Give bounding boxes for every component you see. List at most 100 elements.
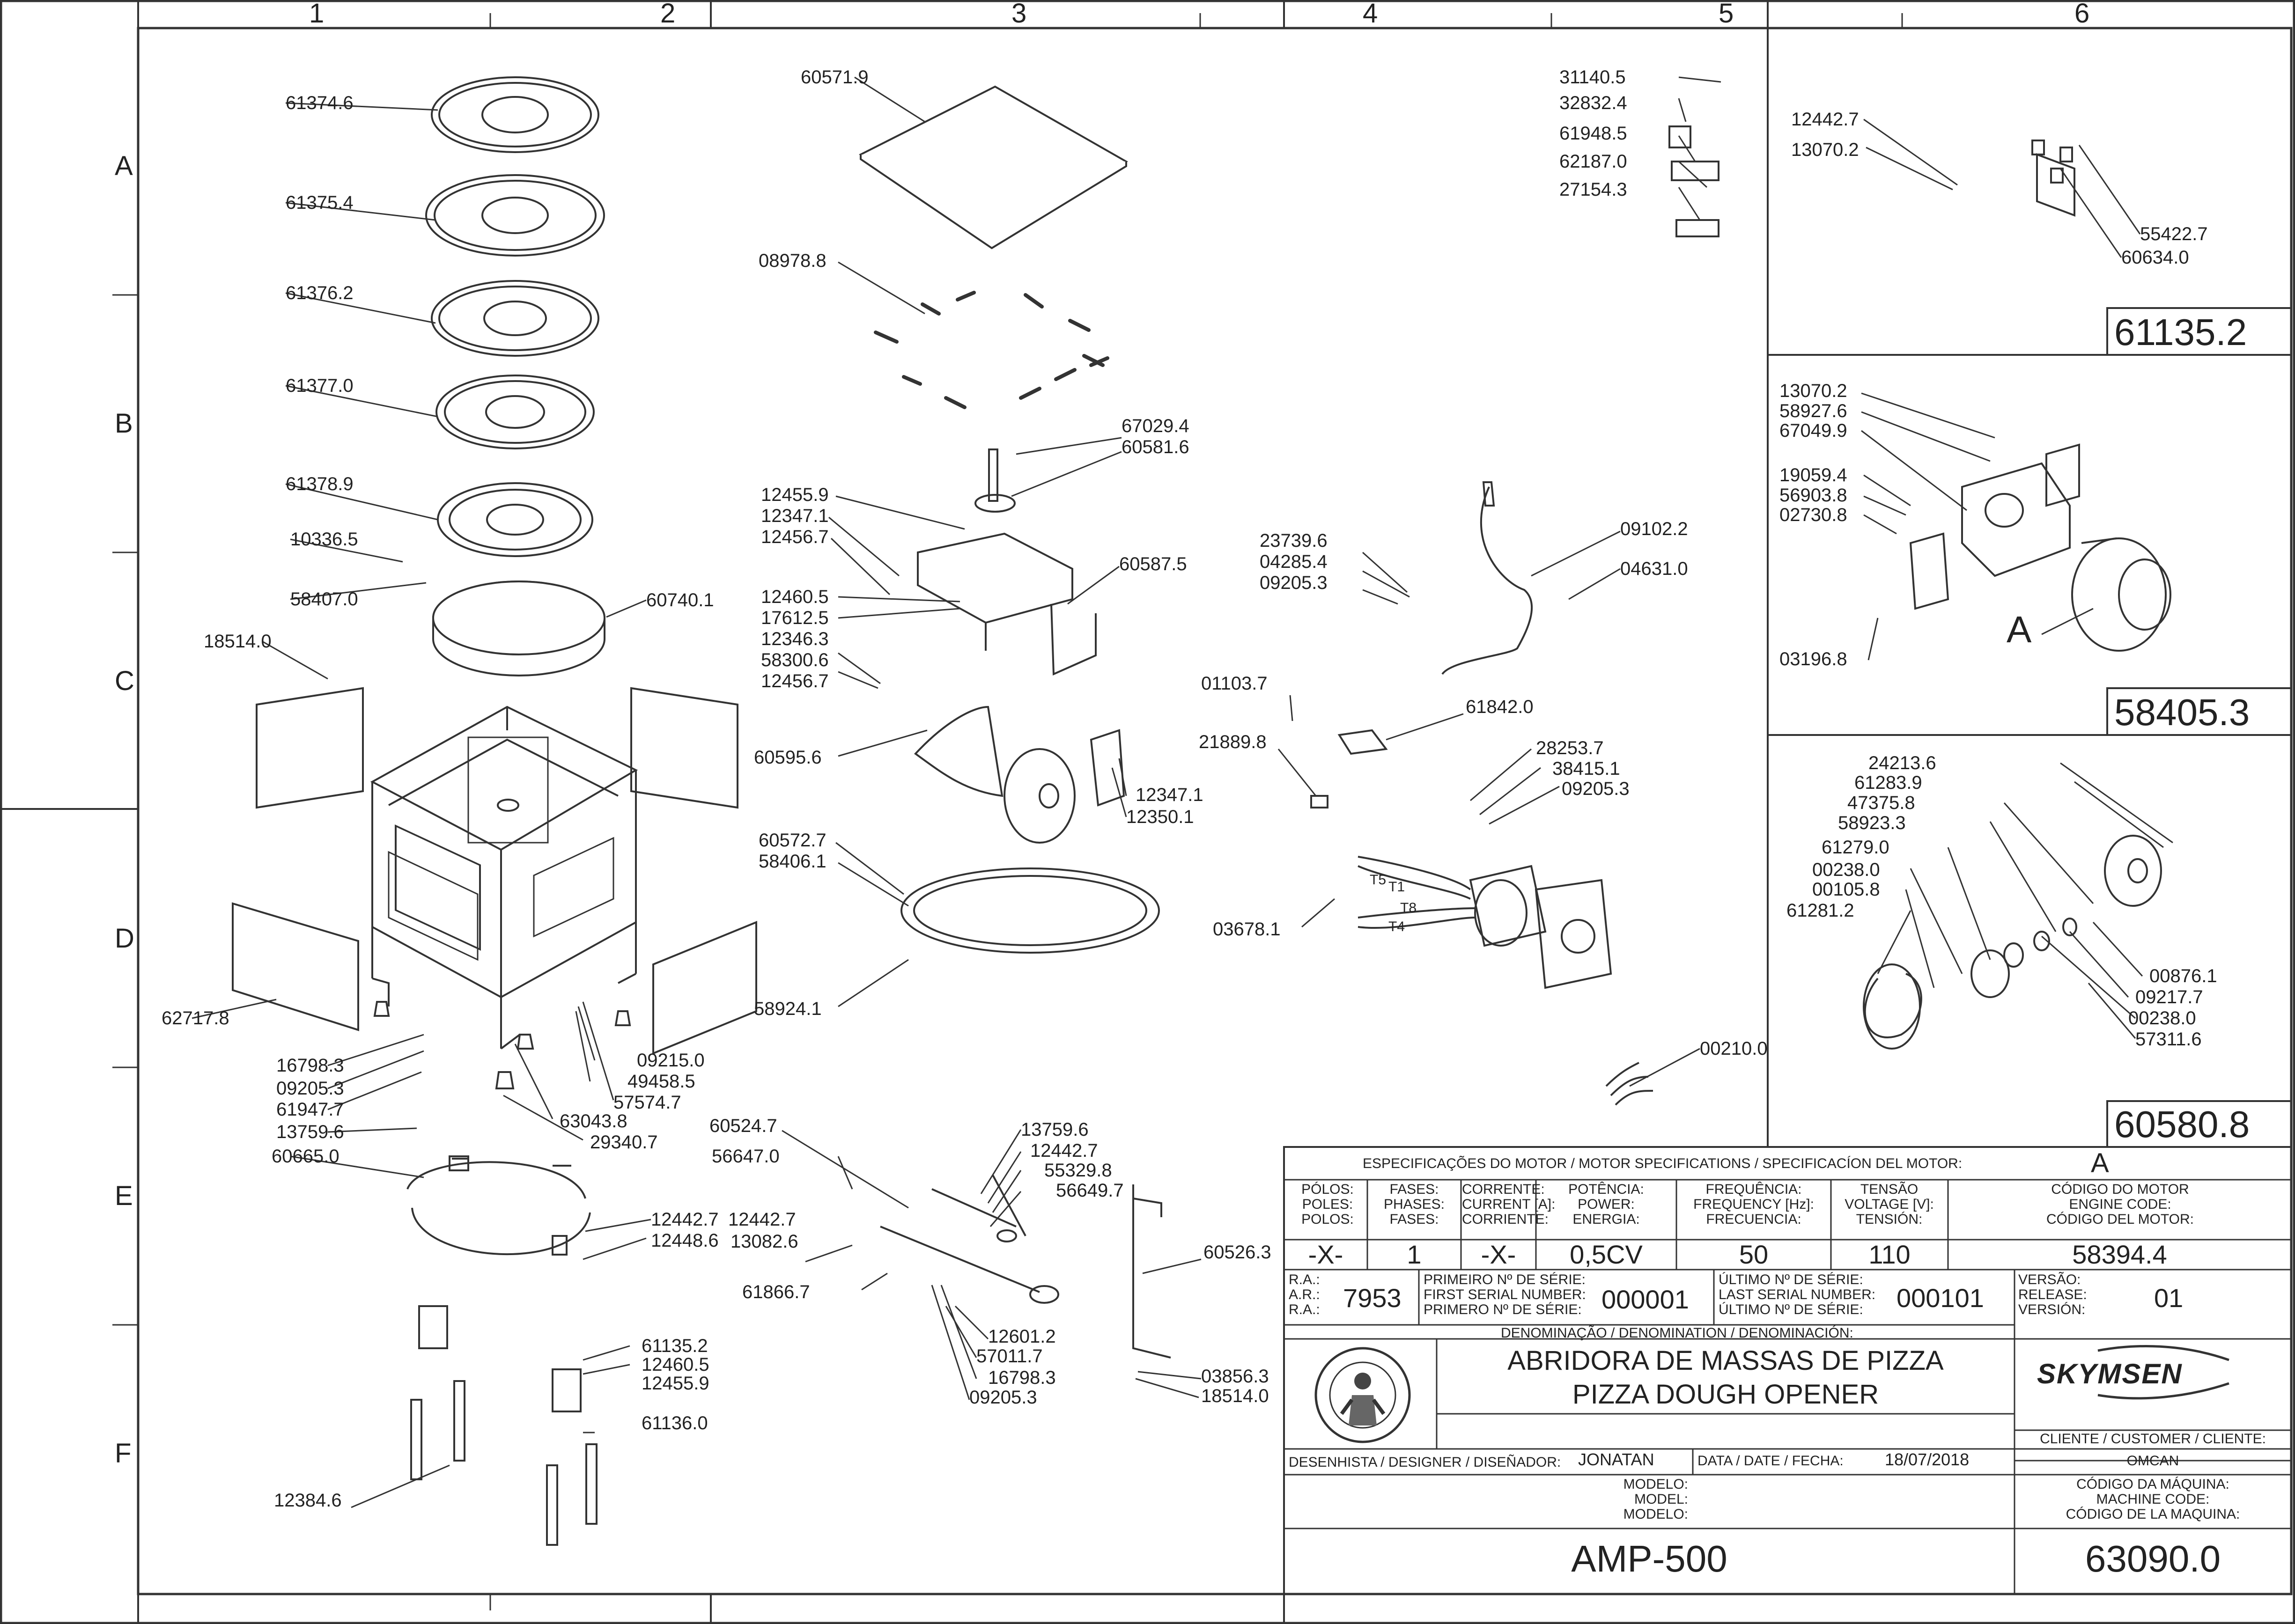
designer-label: DESENHISTA / DESIGNER / DISEÑADOR: (1289, 1455, 1561, 1470)
part-label: 09205.3 (276, 1078, 344, 1099)
box-number: 61135.2 (2114, 311, 2247, 353)
part-label: 60581.6 (1122, 437, 1189, 457)
model-label: MODELO: (1623, 1477, 1688, 1492)
spec-col-frequency: FREQUÊNCIA: FREQUENCY [Hz]: FRECUENCIA: (1679, 1182, 1829, 1227)
spec-col-poles: PÓLOS: POLES: POLOS: (1292, 1182, 1363, 1227)
part-label: 60587.5 (1119, 554, 1187, 574)
part-label: 09217.7 (2135, 987, 2203, 1007)
part-label: 56649.7 (1056, 1180, 1124, 1201)
part-label: 61376.2 (286, 283, 354, 303)
ra-label: R.A.: (1289, 1272, 1320, 1287)
part-label: 18514.0 (204, 631, 272, 652)
spec-header-value: A (2091, 1148, 2109, 1178)
spec-col-label: TENSIÓN: (1856, 1212, 1923, 1227)
part-label: 13082.6 (731, 1231, 798, 1252)
part-label: 58300.6 (761, 650, 829, 670)
ra-labels: R.A.: A.R.: R.A.: (1289, 1272, 1320, 1317)
part-label: 00238.0 (1812, 860, 1880, 880)
part-label: 19059.4 (1779, 465, 1847, 485)
part-label: 60571.9 (801, 67, 869, 88)
first-serial-labels: PRIMEIRO Nº DE SÉRIE: FIRST SERIAL NUMBE… (1424, 1272, 1586, 1317)
part-label: 60665.0 (272, 1146, 339, 1167)
customer-label: CLIENTE / CUSTOMER / CLIENTE: (2040, 1431, 2266, 1447)
part-label: 58406.1 (759, 851, 826, 872)
part-label: 62187.0 (1559, 151, 1627, 172)
part-label: 12442.7 (728, 1209, 796, 1230)
part-label: 62717.8 (162, 1008, 229, 1029)
part-label: 61135.2 (642, 1336, 708, 1356)
spec-col-label: PÓLOS: (1301, 1182, 1354, 1197)
part-label: 67029.4 (1122, 416, 1189, 436)
part-label: 16798.3 (276, 1055, 344, 1076)
spec-col-label: TENSÃO (1860, 1182, 1919, 1197)
part-label: 13759.6 (1021, 1119, 1089, 1140)
part-label: 24213.6 (1868, 753, 1936, 773)
spec-value-voltage: 110 (1868, 1240, 1911, 1269)
last-serial-label: ÚLTIMO Nº DE SÉRIE: (1719, 1302, 1863, 1317)
part-label: 31140.5 (1559, 67, 1626, 88)
part-label: 04285.4 (1260, 551, 1328, 572)
part-label: 61375.4 (286, 192, 354, 213)
column-label-6: 6 (2074, 0, 2090, 29)
part-label: 58927.6 (1779, 401, 1847, 421)
row-label-c: C (115, 666, 134, 696)
part-label: 23739.6 (1260, 530, 1328, 551)
spec-col-phases: FASES: PHASES: FASES: (1370, 1182, 1459, 1227)
part-label: 32832.4 (1559, 93, 1627, 113)
spec-col-label: FREQUÊNCIA: (1705, 1182, 1802, 1197)
product-name-en: PIZZA DOUGH OPENER (1572, 1379, 1879, 1410)
spec-value-poles: -X- (1308, 1240, 1343, 1269)
detail-marker: A (2007, 609, 2032, 650)
column-label-2: 2 (660, 0, 676, 29)
spec-value-phases: 1 (1407, 1240, 1422, 1269)
machine-code-label: CÓDIGO DA MÁQUINA: (2076, 1477, 2229, 1492)
last-serial-label: ÚLTIMO Nº DE SÉRIE: (1719, 1272, 1863, 1287)
part-label: 03678.1 (1213, 919, 1281, 940)
denomination-label: DENOMINAÇÃO / DENOMINATION / DENOMINACIÓ… (1501, 1325, 1853, 1341)
part-label: 13759.6 (276, 1122, 344, 1142)
last-serial-value: 000101 (1897, 1283, 1984, 1313)
spec-col-label: ENGINE CODE: (2069, 1197, 2171, 1212)
part-label: 61374.6 (286, 93, 354, 113)
part-label: 12350.1 (1126, 807, 1194, 827)
part-label: 09102.2 (1620, 519, 1688, 539)
part-label: 63043.8 (560, 1111, 627, 1132)
part-label: 56647.0 (712, 1146, 780, 1167)
machine-code-label: MACHINE CODE: (2096, 1492, 2210, 1507)
part-label: 55422.7 (2140, 224, 2208, 244)
part-label: 12601.2 (988, 1326, 1056, 1347)
first-serial-label: FIRST SERIAL NUMBER: (1424, 1287, 1586, 1302)
brand-swoosh-icon (2097, 1345, 2229, 1400)
part-label: 55329.8 (1044, 1160, 1112, 1181)
product-name-pt: ABRIDORA DE MASSAS DE PIZZA (1507, 1345, 1944, 1376)
spec-col-label: FRECUENCIA: (1706, 1212, 1801, 1227)
wire-label: T4 (1388, 919, 1405, 934)
authorized-service-stamp-icon (1314, 1347, 1411, 1443)
part-label: 12455.9 (642, 1373, 709, 1394)
part-label: 12456.7 (761, 527, 829, 547)
spec-value-frequency: 50 (1739, 1240, 1769, 1269)
part-label: 56903.8 (1779, 485, 1847, 506)
column-label-4: 4 (1363, 0, 1378, 29)
box-number: 58405.3 (2114, 691, 2250, 733)
part-label: 57011.7 (976, 1346, 1043, 1367)
designer-value: JONATAN (1578, 1450, 1654, 1469)
spec-col-label: CORRIENTE: (1462, 1212, 1549, 1227)
part-label: 28253.7 (1536, 738, 1604, 758)
version-label: RELEASE: (2018, 1287, 2087, 1302)
part-label: 03196.8 (1779, 649, 1847, 669)
first-serial-label: PRIMEIRO Nº DE SÉRIE: (1424, 1272, 1586, 1287)
spec-col-label: POLES: (1302, 1197, 1353, 1212)
ra-label: R.A.: (1289, 1302, 1320, 1317)
part-label: 61281.2 (1786, 900, 1854, 921)
row-label-b: B (115, 408, 133, 439)
version-label: VERSIÓN: (2018, 1302, 2086, 1317)
ra-label: A.R.: (1289, 1287, 1320, 1302)
version-label: VERSÃO: (2018, 1272, 2081, 1287)
part-label: 08978.8 (759, 250, 826, 271)
part-label: 16798.3 (988, 1367, 1056, 1388)
part-label: 38415.1 (1552, 758, 1620, 779)
part-label: 12347.1 (1136, 785, 1203, 805)
part-label: 10336.5 (290, 529, 358, 550)
